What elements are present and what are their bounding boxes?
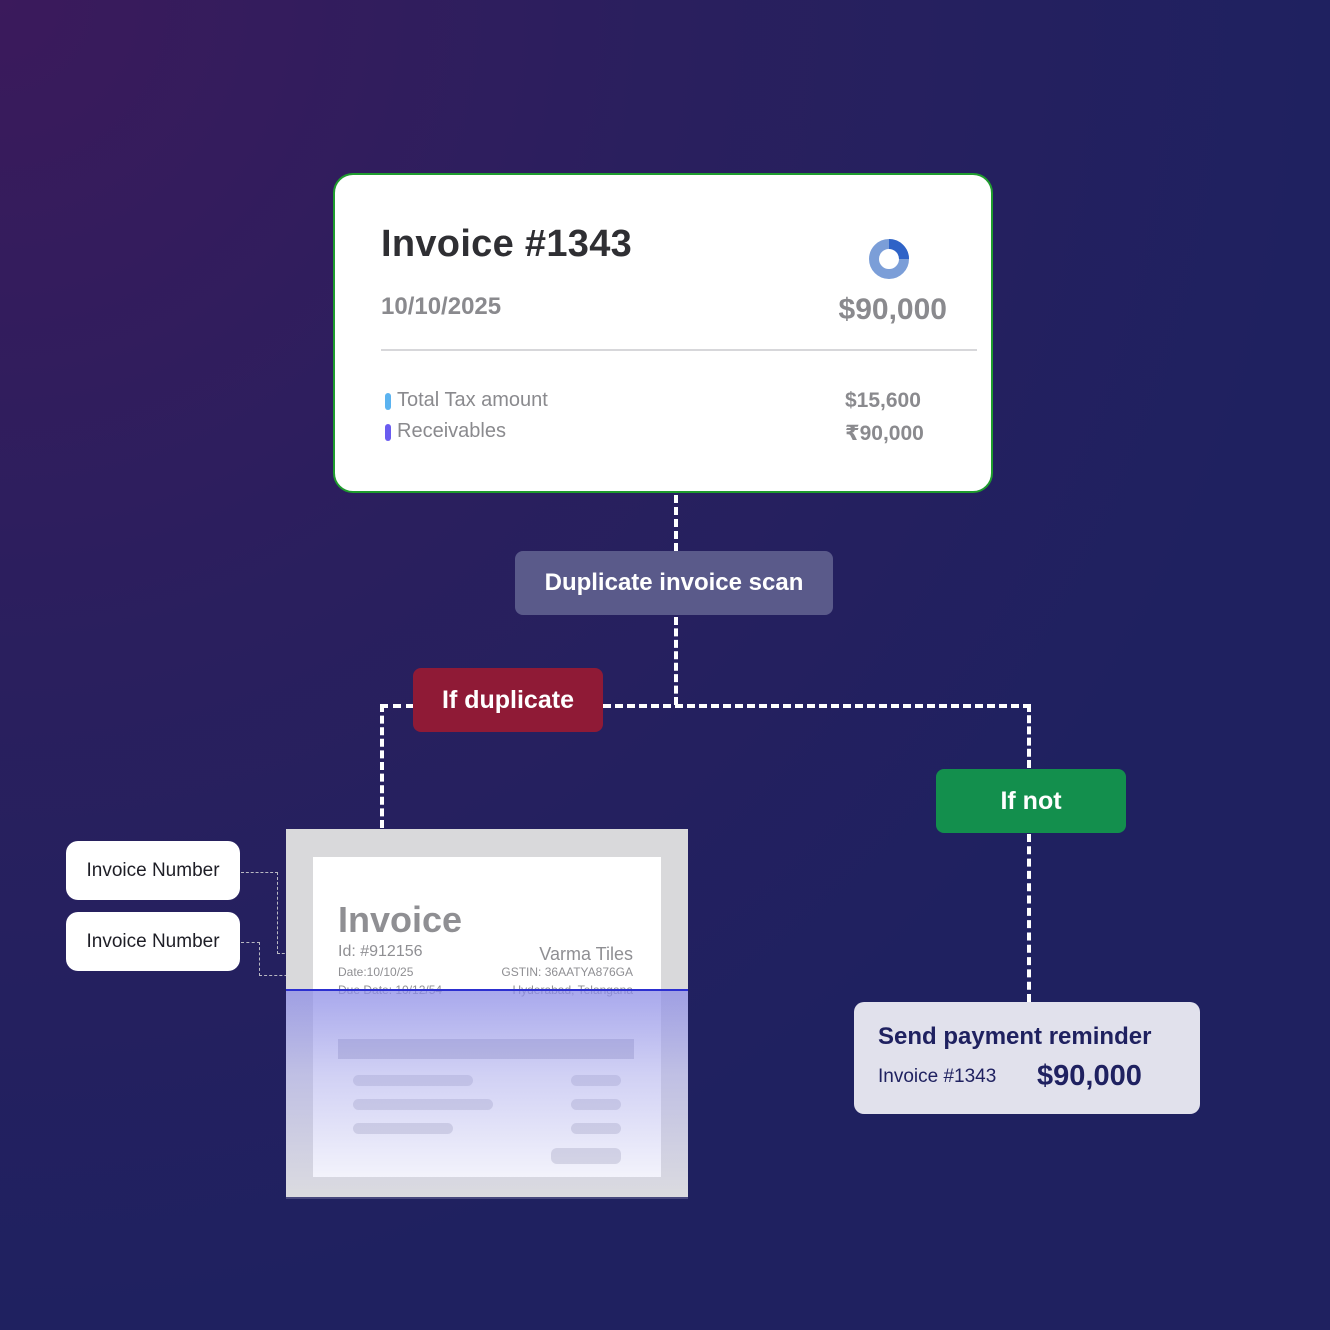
- tag-connector: [241, 942, 260, 943]
- invoice-card: Invoice #1343 10/10/2025 $90,000 Total T…: [333, 173, 993, 493]
- if-not-badge: If not: [936, 769, 1126, 833]
- connector-to-document: [380, 704, 384, 828]
- invoice-date: 10/10/2025: [381, 293, 502, 320]
- tax-value: $15,600: [845, 389, 921, 412]
- invoice-title: Invoice #1343: [381, 223, 633, 265]
- document-id: Id: #912156: [338, 943, 423, 960]
- document-gstin: GSTIN: 36AATYA876GA: [501, 965, 633, 979]
- reminder-amount: $90,000: [1037, 1060, 1142, 1092]
- document-title: Invoice: [338, 899, 463, 940]
- receivables-indicator-bar: [385, 424, 391, 441]
- tag-connector: [259, 942, 260, 976]
- connector-left-stub: [380, 704, 414, 708]
- document-company: Varma Tiles: [539, 944, 633, 964]
- connector-to-ifnot: [1027, 704, 1031, 768]
- scanned-invoice-document: Invoice Id: #912156 Date:10/10/25 Due Da…: [286, 829, 688, 1199]
- connector-scan-down: [674, 617, 678, 705]
- connector-horizontal: [603, 704, 1031, 708]
- connector-to-reminder: [1027, 834, 1031, 1002]
- tax-indicator-bar: [385, 393, 391, 410]
- card-divider: [381, 349, 977, 351]
- invoice-number-tag: Invoice Number: [66, 912, 240, 971]
- tax-label: Total Tax amount: [397, 389, 548, 411]
- reminder-invoice: Invoice #1343: [878, 1066, 997, 1087]
- receivables-label: Receivables: [397, 420, 506, 442]
- tag-connector: [277, 872, 278, 954]
- duplicate-scan-step: Duplicate invoice scan: [515, 551, 833, 615]
- connector-card-to-scan: [674, 495, 678, 551]
- tag-connector: [241, 872, 278, 873]
- scan-overlay: [286, 989, 688, 1199]
- if-duplicate-badge: If duplicate: [413, 668, 603, 732]
- receivables-value: ₹90,000: [845, 422, 924, 445]
- payment-reminder-card: Send payment reminder Invoice #1343 $90,…: [854, 1002, 1200, 1114]
- reminder-title: Send payment reminder: [878, 1023, 1152, 1050]
- donut-chart-icon: [869, 239, 909, 279]
- invoice-number-tag: Invoice Number: [66, 841, 240, 900]
- invoice-amount: $90,000: [838, 293, 947, 326]
- document-date: Date:10/10/25: [338, 965, 414, 979]
